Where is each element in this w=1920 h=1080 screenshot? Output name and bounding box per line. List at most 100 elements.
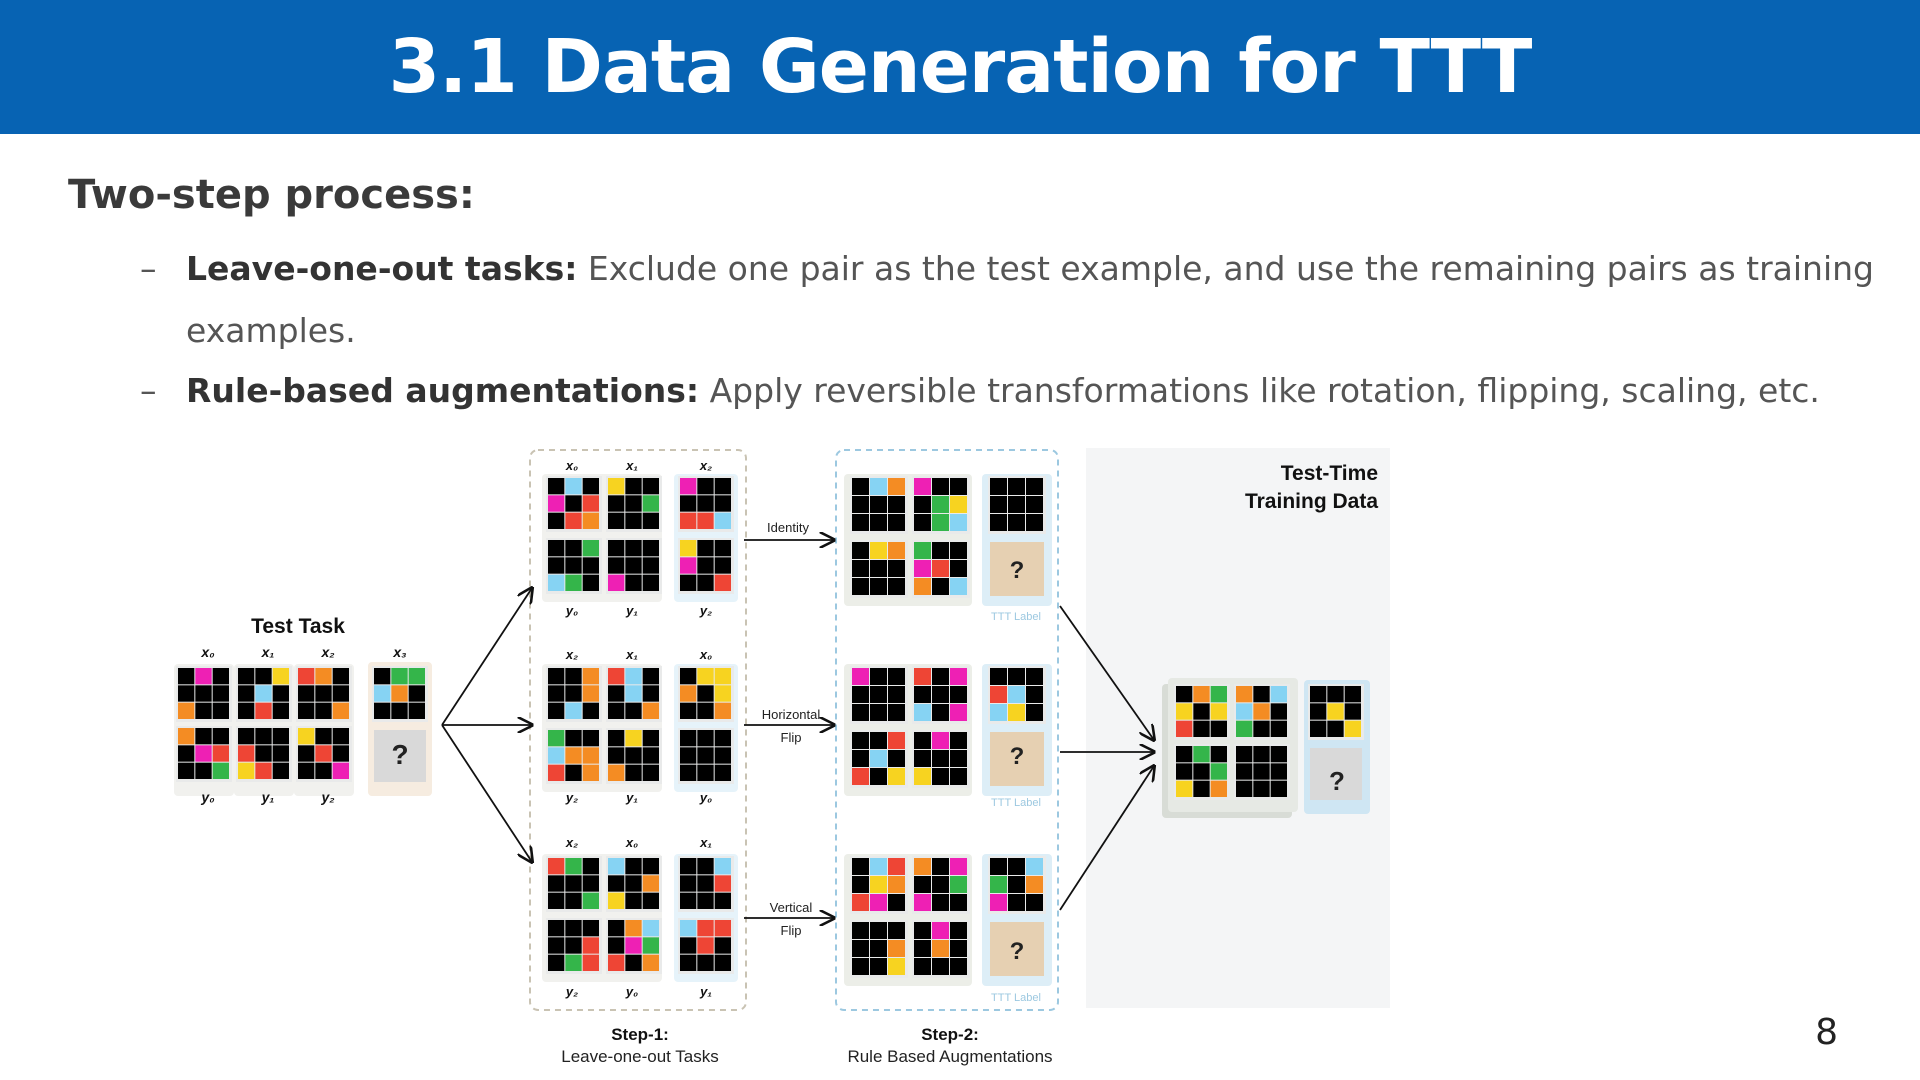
step1-test-output-grid-cell [714,747,731,764]
step1-test-input-grid-cell [697,685,714,702]
test-output-grid-cell [332,745,349,762]
step1-input-grid-cell [642,478,659,495]
ttt-output-grid-cell [1176,746,1193,763]
ttt-output-grid-cell [1270,746,1287,763]
step1-output-grid-cell [625,730,642,747]
test-input-grid-cell [332,668,349,685]
step1-output-grid-cell [548,747,565,764]
step1-test-output-grid-cell [680,764,697,781]
test-output-grid-cell [178,762,195,779]
test-input-grid-cell [332,702,349,719]
test-query-input-grid-cell [408,685,425,702]
step1-test-output-grid-cell [697,954,714,971]
step1-test-input-grid-cell [697,478,714,495]
step2-test-input-grid-cell [990,686,1007,703]
test-input-grid-cell [255,702,272,719]
test-output-grid-cell [238,745,255,762]
step2-output-grid-cell [932,732,949,749]
ttt-output-grid-cell [1210,763,1227,780]
step1-output-grid-cell [625,557,642,574]
test-output-grid-cell [332,762,349,779]
step2-input-grid-cell [870,478,887,495]
test-input-grid-cell [212,702,229,719]
step2-output-grid-cell [932,958,949,975]
step2-input-grid-cell [950,894,967,911]
step1-test-input-grid-cell [714,685,731,702]
test-input-grid-cell [195,685,212,702]
step2-output-grid-cell [932,750,949,767]
step1-output-grid-cell [608,574,625,591]
slide-title: 3.1 Data Generation for TTT [388,24,1533,110]
ttt-test-input-grid-cell [1344,686,1361,703]
step1-input-grid-cell [642,512,659,529]
step2-output-grid-cell [932,578,949,595]
step1-input-grid-cell [642,668,659,685]
step2-test-input-grid-cell [1008,496,1025,513]
step2-output-grid-cell [852,940,869,957]
test-query-box [374,730,426,782]
step1-test-output-grid-cell [714,540,731,557]
step1-output-grid-cell [548,954,565,971]
test-output-grid-cell [238,762,255,779]
step1-input-grid-cell [548,858,565,875]
test-query-mark: ? [391,739,408,770]
flow-arrow [441,724,532,862]
bullet-dash: – [140,371,157,410]
step1-test-input-grid-cell [680,668,697,685]
step1-output-grid-cell [642,920,659,937]
step2-caption-sub: Rule Based Augmentations [847,1047,1052,1066]
ttt-output-grid-cell [1210,746,1227,763]
step1-test-input-grid-cell [714,512,731,529]
step1-output-grid-cell [582,574,599,591]
step1-input-grid-cell [642,875,659,892]
ttt-input-grid-cell [1236,686,1253,703]
step2-output-grid-cell [914,750,931,767]
step1-test-output-grid-cell [680,540,697,557]
step1-input-grid-cell [608,875,625,892]
step1-test-input-grid-cell [680,685,697,702]
ttt-output-grid-cell [1270,763,1287,780]
step1-test-input-grid-cell [714,495,731,512]
bullet-bold: Rule-based augmentations: [186,371,700,410]
step1-output-grid-cell [548,540,565,557]
step2-output-grid-cell [870,922,887,939]
step1-test-output-grid-cell [714,557,731,574]
step1-output-grid-cell [608,764,625,781]
bullet-text: Apply reversible transformations like ro… [699,371,1820,410]
step2-input-grid-cell [888,894,905,911]
step1-output-grid-cell [548,920,565,937]
step1-output-grid-cell [582,557,599,574]
transform-identity-label: Identity [767,520,809,535]
step1-input-grid-cell [625,478,642,495]
step2-test-input-grid-cell [990,668,1007,685]
step2-output-grid-cell [888,560,905,577]
ttt-test-input-grid-cell [1310,703,1327,720]
step1-test-input-grid-cell [714,478,731,495]
step1-input-grid-cell [642,892,659,909]
step1-output-grid-cell [625,574,642,591]
test-input-grid-cell [315,702,332,719]
test-input-grid-cell [255,685,272,702]
test-query-input-grid-cell [374,685,391,702]
step1-input-grid-cell [548,685,565,702]
step1-output-grid-cell [582,764,599,781]
step2-output-grid-cell [888,542,905,559]
test-query-input-grid-cell [391,668,408,685]
step1-input-grid-cell [625,858,642,875]
step1-x-label: x₁ [625,647,638,662]
step2-input-grid-cell [932,496,949,513]
step1-input-grid-cell [582,875,599,892]
bullet-text: Exclude one pair as the test example, an… [186,249,1874,350]
step2-output-grid-cell [914,560,931,577]
ttt-output-grid-cell [1176,780,1193,797]
step1-output-grid-cell [548,764,565,781]
step2-ttt-label-grid [990,542,1044,596]
step2-input-grid-cell [914,514,931,531]
step1-test-input-grid-cell [697,858,714,875]
step2-output-grid-cell [914,542,931,559]
step1-input-grid-cell [582,702,599,719]
step2-output-grid-cell [932,768,949,785]
bullet-bold: Leave-one-out tasks: [186,249,578,288]
step2-ttt-label-grid [990,732,1044,786]
ttt-output-grid-cell [1176,763,1193,780]
